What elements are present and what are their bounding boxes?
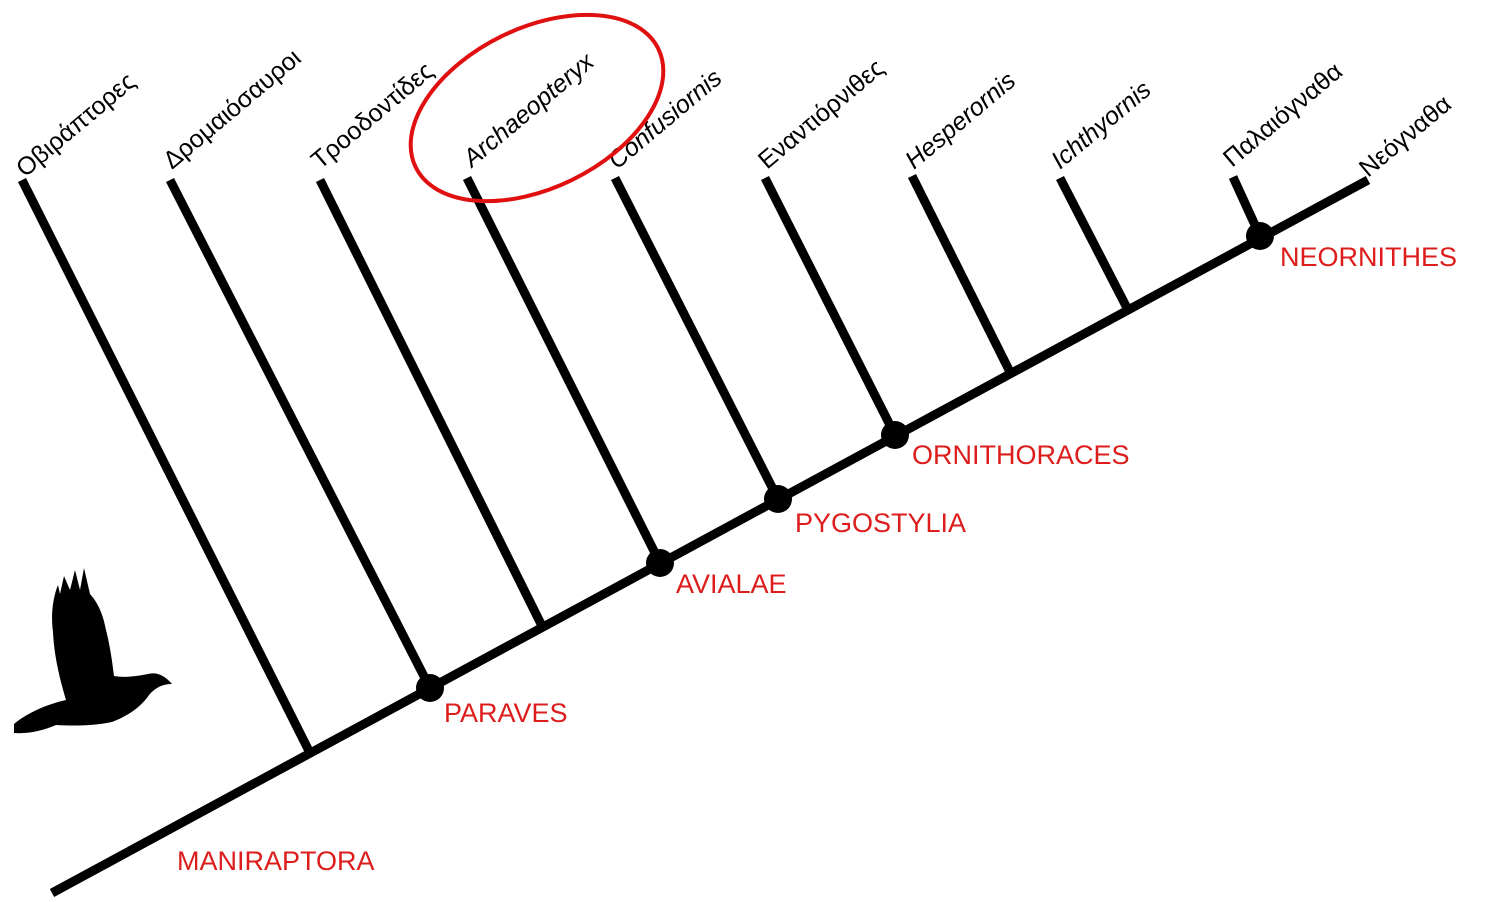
branch-line [17,177,315,756]
branch-line [1055,175,1132,311]
taxon-label-neognaths: Νεόγναθα [1354,90,1457,183]
branch-line [462,175,665,566]
clade-node-dot [1246,222,1274,250]
clade-label-avialae: AVIALAE [676,569,787,599]
trunk-line [49,176,1371,897]
taxon-label-palaeognaths: Παλαιόγναθα [1218,57,1348,173]
branch-line [315,177,548,631]
clade-node-dot [646,549,674,577]
branch-line [760,175,900,438]
clade-label-maniraptora: MANIRAPTORA [177,846,375,876]
clade-nodes [416,222,1274,702]
taxon-label-ichthyornis: Ichthyornis [1046,75,1157,174]
clade-label-neornithes: NEORNITHES [1280,242,1457,272]
clade-label-paraves: PARAVES [444,698,568,728]
taxon-label-confuciusornis: Confusiornis [603,64,727,175]
branch-line [610,175,783,502]
clade-node-dot [764,485,792,513]
taxon-labels: Οβιράπτορες Δρομαιόσαυροι Τροοδοντίδες A… [11,44,1457,183]
taxon-label-enantiornithes: Εναντιόρνιθες [753,54,890,175]
clade-node-dot [881,421,909,449]
clade-node-dot [416,674,444,702]
taxon-label-oviraptors: Οβιράπτορες [11,67,141,182]
branch-line [907,173,1015,375]
taxon-label-dromaeosaurs: Δρομαιόσαυροι [158,44,307,175]
taxon-label-hesperornis: Hesperornis [900,67,1021,175]
highlight-ellipse [408,12,666,204]
branches [17,173,1265,756]
clade-label-ornithoraces: ORNITHORACES [912,440,1130,470]
flying-bird-icon [14,568,172,734]
branch-line [165,177,435,691]
clade-labels: MANIRAPTORA PARAVES AVIALAE PYGOSTYLIA O… [177,242,1457,876]
clade-label-pygostylia: PYGOSTYLIA [795,508,966,538]
taxon-label-archaeopteryx: Archaeopteryx [456,47,600,174]
